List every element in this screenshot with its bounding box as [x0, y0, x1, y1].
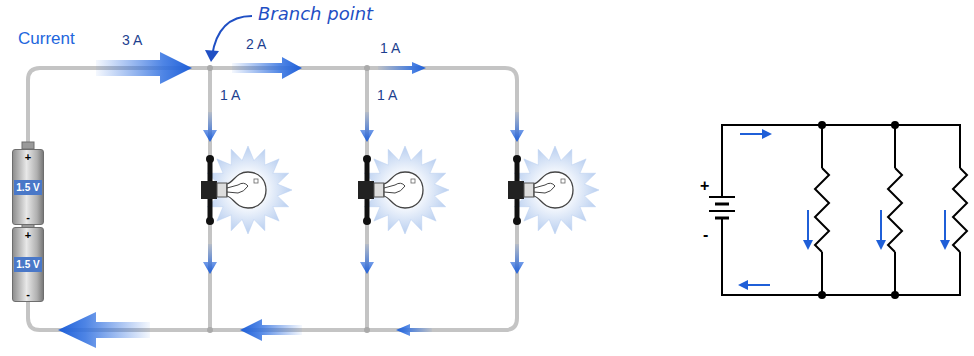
schematic-wire: [721, 218, 723, 226]
junction-dot: [891, 291, 899, 299]
branch-dot: [207, 65, 213, 71]
voltage-label: 1.5 V: [14, 257, 41, 272]
current-arrow: [378, 62, 426, 74]
current-value: 1 A: [220, 88, 240, 103]
current-value: 1 A: [380, 41, 400, 56]
battery-terminal: [22, 142, 34, 149]
current-arrow: [240, 319, 302, 341]
current-arrow: [740, 133, 764, 135]
leader-arrowhead: [205, 50, 219, 62]
schematic-wire: [894, 125, 896, 168]
resistor-symbol: [953, 168, 967, 252]
current-arrow: [58, 312, 150, 348]
current-arrow: [762, 129, 772, 139]
current-title: Current: [18, 30, 75, 49]
branch-current-arrow: [360, 112, 374, 142]
current-arrow: [940, 240, 950, 250]
battery-symbol: [709, 197, 735, 226]
battery-plate: [709, 210, 735, 212]
battery-cell: +1.5 V -: [12, 227, 44, 302]
current-value: 1 A: [377, 88, 397, 103]
branch-current-arrow: [203, 112, 217, 142]
battery-plate: [709, 196, 735, 198]
battery-plate: [715, 203, 729, 206]
resistor-symbol: [815, 168, 829, 252]
branch-current-arrow: [360, 244, 374, 274]
current-arrow: [807, 210, 809, 242]
current-arrow: [738, 280, 748, 290]
current-arrow: [880, 210, 882, 242]
junction-dot: [891, 121, 899, 129]
current-arrow: [738, 129, 950, 290]
wire: [28, 68, 517, 330]
schematic-wire: [894, 252, 896, 295]
polarity-sign: -: [703, 226, 708, 244]
junction-dot: [818, 121, 826, 129]
junction-dot: [818, 121, 899, 299]
polarity-sign: -: [26, 288, 30, 300]
schematic-wire: [821, 252, 823, 295]
polarity-sign: +: [25, 151, 31, 163]
current-arrow: [803, 240, 813, 250]
schematic-wire: [722, 226, 960, 295]
current-arrow: [876, 240, 886, 250]
current-arrow: [746, 284, 770, 286]
schematic-wire: [821, 125, 823, 168]
current-value: 3 A: [122, 33, 142, 48]
branch-current-arrow: [203, 244, 217, 274]
branch-dot: [364, 65, 370, 71]
polarity-sign: -: [26, 211, 30, 223]
light-bulb: [508, 146, 599, 234]
branch-dot: [364, 327, 370, 333]
light-bulb: [201, 146, 292, 234]
current-arrow: [232, 57, 302, 79]
current-arrow: [944, 210, 946, 242]
wire: [28, 68, 517, 330]
resistor-symbol: [888, 168, 902, 252]
light-bulb: [358, 146, 449, 234]
branch-current-arrow: [203, 112, 524, 274]
junction-dot: [818, 291, 826, 299]
branch-current-arrow: [510, 244, 524, 274]
schematic-wire: [722, 125, 960, 196]
schematic-wire: [722, 125, 967, 295]
polarity-sign: +: [25, 229, 31, 241]
current-arrow: [96, 52, 192, 84]
battery-cell: +1.5 V -: [12, 149, 44, 225]
voltage-label: 1.5 V: [14, 180, 41, 195]
polarity-sign: +: [700, 177, 709, 195]
callout-label: Branch point: [258, 4, 373, 24]
branch-current-arrow: [510, 112, 524, 142]
current-arrow: [396, 324, 432, 336]
branch-dot: [207, 327, 213, 333]
current-value: 2 A: [246, 37, 266, 52]
